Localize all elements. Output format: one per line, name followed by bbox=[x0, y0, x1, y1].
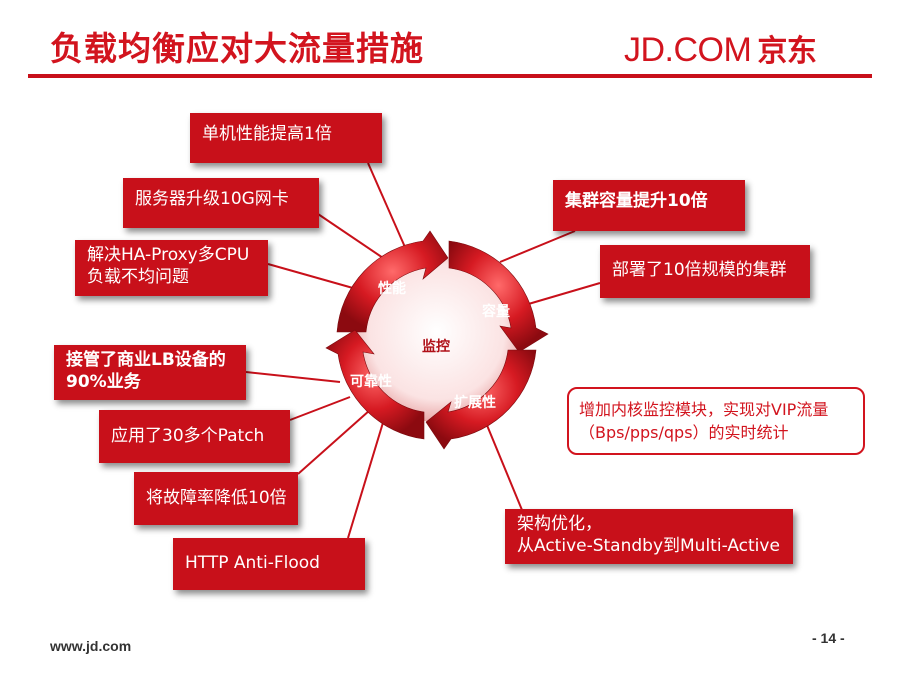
arrow-segment bbox=[336, 230, 449, 333]
monitoring-note-line1: 增加内核监控模块，实现对VIP流量 bbox=[579, 400, 829, 419]
box-capacity-2: 部署了10倍规模的集群 bbox=[600, 245, 810, 298]
monitoring-note-line2: （Bps/pps/qps）的实时统计 bbox=[579, 423, 789, 442]
connector-line bbox=[245, 371, 341, 383]
cycle-ring bbox=[325, 230, 549, 450]
connector-line bbox=[347, 415, 386, 539]
box-reliability-2: 应用了30多个Patch bbox=[99, 410, 290, 463]
connector-line bbox=[483, 417, 523, 511]
box-performance-3-line2: 负载不均问题 bbox=[87, 267, 189, 287]
arrow-segment bbox=[425, 349, 537, 450]
box-capacity-1: 集群容量提升10倍 bbox=[553, 180, 745, 231]
connector-line bbox=[267, 263, 361, 291]
connector-line bbox=[317, 213, 393, 265]
segment-label-capacity: 容量 bbox=[481, 303, 510, 320]
box-reliability-4: HTTP Anti-Flood bbox=[173, 538, 365, 590]
box-performance-3: 解决HA-Proxy多CPU 负载不均问题 bbox=[75, 240, 268, 296]
segment-label-reliability: 可靠性 bbox=[350, 373, 392, 390]
connector-line bbox=[297, 409, 371, 475]
box-performance-2: 服务器升级10G网卡 bbox=[123, 178, 319, 228]
logo-cn: 京东 bbox=[757, 34, 817, 69]
monitoring-note: 增加内核监控模块，实现对VIP流量 （Bps/pps/qps）的实时统计 bbox=[567, 387, 865, 455]
box-scalability-1-line2: 从Active-Standby到Multi-Active bbox=[517, 536, 780, 556]
box-scalability-1-line1: 架构优化， bbox=[517, 514, 602, 534]
segment-label-scalability: 扩展性 bbox=[454, 394, 496, 411]
connector-line bbox=[367, 162, 409, 255]
box-reliability-1-line1: 接管了商业LB设备的 bbox=[66, 350, 226, 370]
header-divider bbox=[28, 74, 872, 78]
box-reliability-1: 接管了商业LB设备的 90%业务 bbox=[54, 345, 246, 400]
center-label-monitoring: 监控 bbox=[422, 338, 450, 355]
page-number: - 14 - bbox=[812, 630, 845, 646]
box-performance-1: 单机性能提高1倍 bbox=[190, 113, 382, 163]
box-reliability-3: 将故障率降低10倍 bbox=[134, 472, 298, 525]
box-performance-3-line1: 解决HA-Proxy多CPU bbox=[87, 245, 250, 265]
footer-url: www.jd.com bbox=[50, 638, 132, 654]
box-reliability-1-line2: 90%业务 bbox=[66, 372, 141, 392]
connector-line bbox=[499, 230, 576, 263]
segment-label-performance: 性能 bbox=[378, 280, 406, 297]
arrow-segment bbox=[325, 329, 425, 440]
page-title: 负载均衡应对大流量措施 bbox=[50, 29, 424, 68]
logo-text: JD.COM bbox=[624, 31, 752, 69]
connector-line bbox=[289, 396, 351, 421]
box-scalability-1: 架构优化， 从Active-Standby到Multi-Active bbox=[505, 509, 793, 564]
connector-line bbox=[524, 282, 601, 306]
connector-lines bbox=[245, 162, 601, 539]
arrow-segment bbox=[448, 240, 549, 353]
cycle-center-disc bbox=[355, 258, 519, 422]
